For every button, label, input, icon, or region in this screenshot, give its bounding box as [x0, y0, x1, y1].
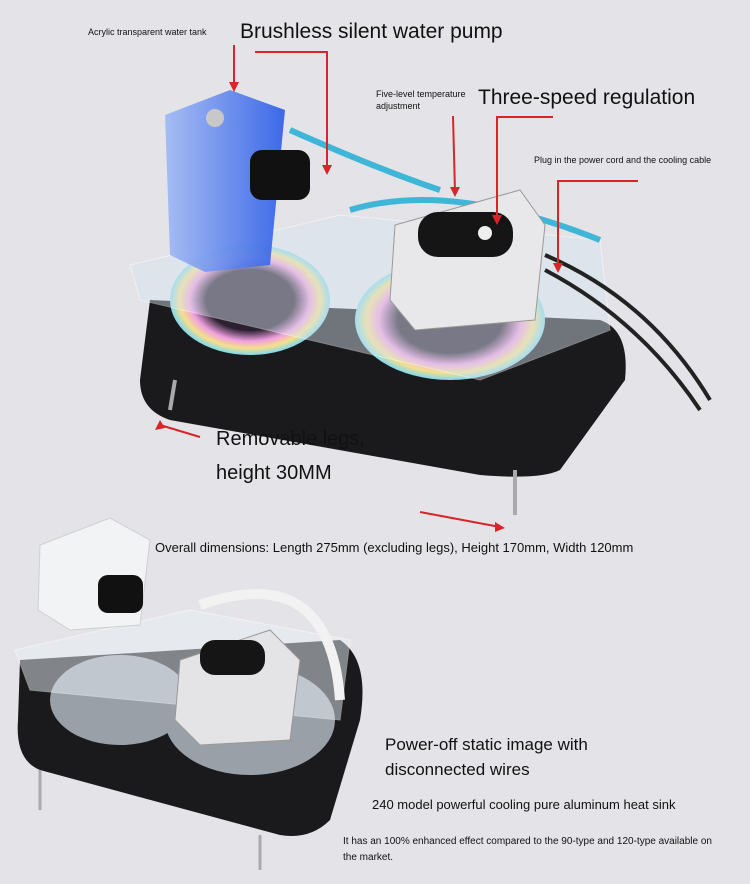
- radiator-top: [129, 90, 712, 515]
- label-tank: Acrylic transparent water tank: [88, 27, 207, 37]
- label-legs-line2: height 30MM: [216, 462, 332, 484]
- label-speed: Three-speed regulation: [478, 86, 696, 109]
- label-static-line2: disconnected wires: [385, 760, 530, 779]
- label-static-line1: Power-off static image with: [385, 735, 588, 754]
- label-model: 240 model powerful cooling pure aluminum…: [372, 797, 676, 812]
- label-dimensions: Overall dimensions: Length 275mm (exclud…: [155, 540, 634, 555]
- annotation-arrowheads: [155, 82, 563, 532]
- label-effect: It has an 100% enhanced effect compared …: [343, 836, 712, 863]
- label-temperature: Five-level temperature adjustment: [376, 89, 466, 111]
- label-plug: Plug in the power cord and the cooling c…: [534, 155, 712, 165]
- label-pump: Brushless silent water pump: [240, 20, 503, 43]
- radiator-bottom: [14, 517, 363, 870]
- annotation-lines: [159, 45, 638, 528]
- label-legs-line1: Removable legs,: [216, 428, 365, 450]
